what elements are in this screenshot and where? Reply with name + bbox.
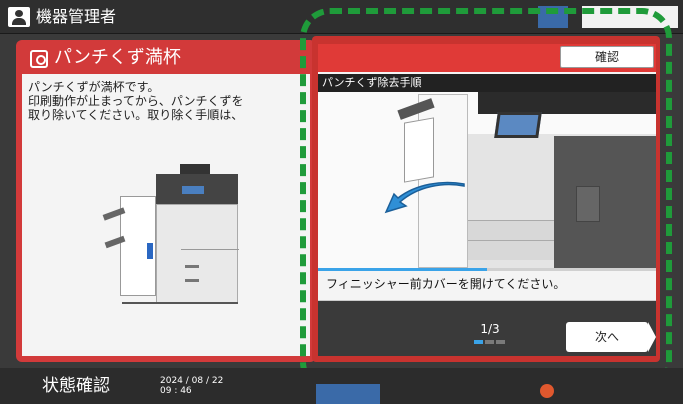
desc-line-1: パンチくずが満杯です。 <box>28 80 160 94</box>
alert-icon <box>30 50 48 68</box>
dialog-description: パンチくずが満杯です。 印刷動作が止まってから、パンチくずを 取り除いてください… <box>28 80 298 136</box>
page-dot-1 <box>474 340 483 344</box>
bottom-blue-button[interactable] <box>316 384 380 404</box>
desc-line-3: 取り除いてください。取り除く手順は、 <box>28 108 244 122</box>
topbar-white-area <box>582 6 678 28</box>
desc-faded-line <box>28 122 298 136</box>
step-instruction: フィニッシャー前カバーを開けてください。 <box>326 277 566 291</box>
step-progress-fill <box>318 268 487 271</box>
page-dot-3 <box>496 340 505 344</box>
printer-illustration <box>96 164 296 304</box>
divider <box>318 300 656 301</box>
procedure-image: パンチくず除去手順 <box>318 74 656 268</box>
topbar-blue-button[interactable] <box>538 6 568 28</box>
top-bar <box>0 0 683 34</box>
user-icon <box>8 7 30 27</box>
status-check-button[interactable]: 状態確認 <box>42 376 110 396</box>
image-title: パンチくず除去手順 <box>322 76 422 89</box>
dialog-title: パンチくず満杯 <box>54 47 181 68</box>
step-progress-track <box>318 268 656 271</box>
time-display: 09 : 46 <box>160 386 192 396</box>
admin-label[interactable]: 機器管理者 <box>36 7 117 26</box>
page-dot-2 <box>485 340 494 344</box>
next-button[interactable]: 次へ <box>566 322 656 352</box>
bottom-orange-icon[interactable] <box>540 384 554 398</box>
open-arrow-icon <box>384 181 465 214</box>
image-title-band <box>318 74 656 92</box>
confirm-button[interactable]: 確認 <box>560 46 654 68</box>
page-indicator: 1/3 <box>480 322 500 336</box>
page-dots <box>474 340 506 344</box>
date-display: 2024 / 08 / 22 <box>160 376 224 386</box>
desc-line-2: 印刷動作が止まってから、パンチくずを <box>28 94 244 108</box>
